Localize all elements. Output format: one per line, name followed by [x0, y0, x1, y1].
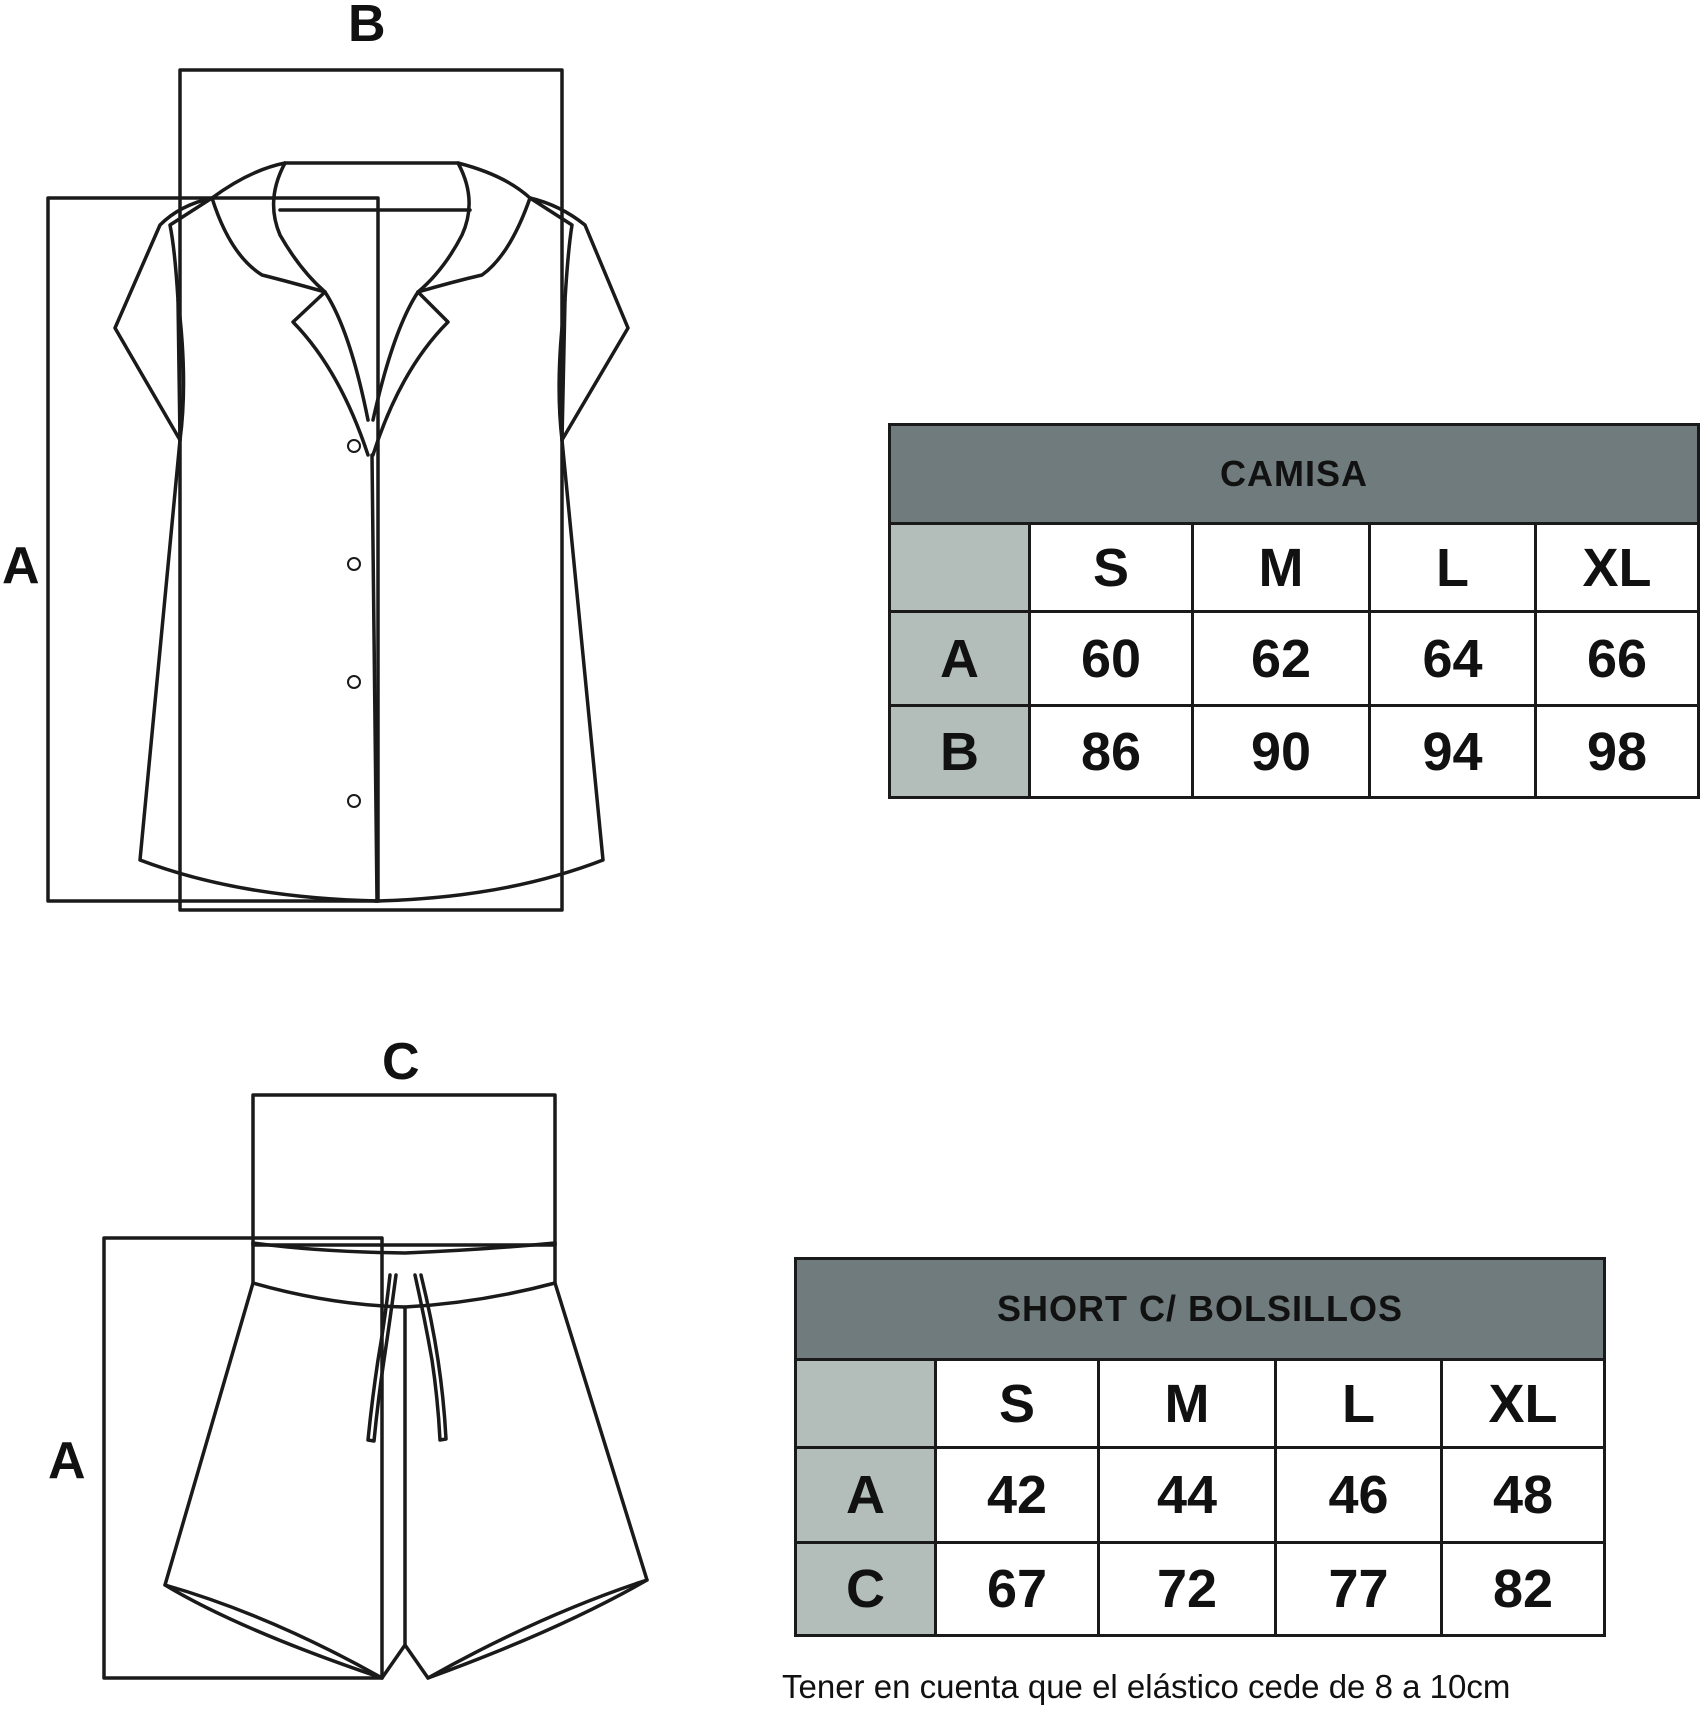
row-label: C: [794, 1541, 937, 1637]
size-table-camisa: CAMISA S M L XL A 60 62 64 66 B 86 90 94…: [888, 423, 1700, 799]
row-label: B: [888, 704, 1031, 799]
value-cell: 60: [1028, 610, 1194, 707]
shorts-dim-side-label: A: [48, 1432, 86, 1490]
value-cell: 98: [1534, 704, 1700, 799]
value-cell: 66: [1534, 610, 1700, 707]
value-cell: 72: [1097, 1541, 1277, 1637]
size-header: M: [1097, 1358, 1277, 1449]
value-cell: 42: [934, 1446, 1100, 1544]
value-cell: 48: [1440, 1446, 1606, 1544]
size-header: M: [1191, 522, 1371, 613]
shorts-dim-top-label: C: [382, 1033, 420, 1091]
value-cell: 77: [1274, 1541, 1443, 1637]
value-cell: 94: [1368, 704, 1537, 799]
value-cell: 62: [1191, 610, 1371, 707]
row-label: A: [888, 610, 1031, 707]
size-header: S: [934, 1358, 1100, 1449]
size-header: XL: [1440, 1358, 1606, 1449]
row-label: A: [794, 1446, 937, 1544]
shirt-dim-side-label: A: [2, 537, 40, 595]
shirt-width-box: [178, 68, 564, 912]
shirt-length-box: [46, 196, 380, 903]
shorts-drawing: [163, 1241, 649, 1680]
table-corner-cell: [888, 522, 1031, 613]
value-cell: 90: [1191, 704, 1371, 799]
size-table-short: SHORT C/ BOLSILLOS S M L XL A 42 44 46 4…: [794, 1257, 1606, 1637]
value-cell: 82: [1440, 1541, 1606, 1637]
shorts-length-box: [102, 1236, 384, 1680]
size-header: S: [1028, 522, 1194, 613]
table-title: SHORT C/ BOLSILLOS: [794, 1257, 1606, 1361]
shirt-dim-top-label: B: [348, 0, 386, 53]
table-title: CAMISA: [888, 423, 1700, 525]
shorts-waist-box: [251, 1093, 557, 1247]
table-corner-cell: [794, 1358, 937, 1449]
elastic-note: Tener en cuenta que el elástico cede de …: [782, 1668, 1511, 1705]
value-cell: 46: [1274, 1446, 1443, 1544]
value-cell: 64: [1368, 610, 1537, 707]
size-header: L: [1274, 1358, 1443, 1449]
value-cell: 67: [934, 1541, 1100, 1637]
size-header: XL: [1534, 522, 1700, 613]
value-cell: 86: [1028, 704, 1194, 799]
shirt-drawing: [113, 161, 630, 903]
size-header: L: [1368, 522, 1537, 613]
value-cell: 44: [1097, 1446, 1277, 1544]
